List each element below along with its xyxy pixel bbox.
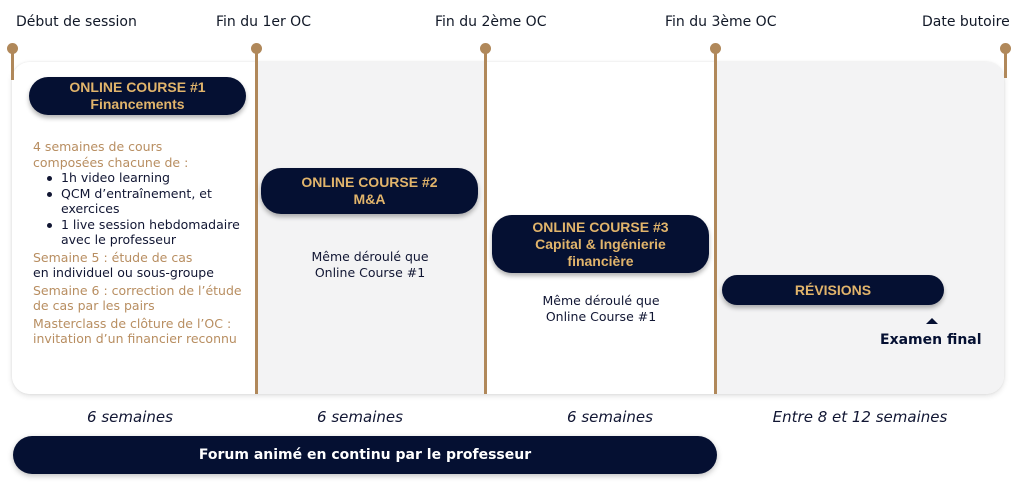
column-revisions: [717, 62, 1004, 394]
column-oc2: [258, 62, 487, 394]
course-2-description: Même déroulé que Online Course #1: [270, 249, 470, 281]
forum-label: Forum animé en continu par le professeur: [198, 447, 532, 463]
course-3-description: Même déroulé que Online Course #1: [501, 293, 701, 325]
course-3-pill: ONLINE COURSE #3 Capital & Ingénierie fi…: [492, 215, 709, 273]
milestone-label-oc2-end: Fin du 2ème OC: [435, 14, 547, 30]
revisions-pill: RÉVISIONS: [722, 275, 944, 305]
milestone-label-deadline: Date butoire: [922, 14, 1010, 30]
duration-oc1: 6 semaines: [87, 408, 173, 426]
course-1-subtitle: Financements: [90, 96, 185, 112]
milestone-label-start: Début de session: [16, 14, 137, 30]
milestone-dot-oc1-end: [251, 43, 262, 54]
divider-oc1-end: [255, 50, 258, 394]
duration-revisions: Entre 8 et 12 semaines: [772, 408, 948, 426]
course-2-desc-line1: Même déroulé que: [311, 249, 429, 264]
exam-marker-icon: [926, 318, 938, 324]
course-1-intro-line2: composées chacune de :: [33, 154, 189, 170]
duration-oc2: 6 semaines: [317, 408, 403, 426]
course-3-title: ONLINE COURSE #3: [532, 218, 669, 235]
duration-oc3: 6 semaines: [567, 408, 653, 426]
course-3-desc-line2: Online Course #1: [545, 309, 657, 324]
forum-banner: Forum animé en continu par le professeur: [13, 436, 717, 474]
milestone-label-oc3-end: Fin du 3ème OC: [665, 14, 777, 30]
divider-oc3-end: [714, 50, 717, 394]
course-2-title: ONLINE COURSE #2: [301, 174, 438, 190]
exam-final-label: Examen final: [880, 332, 982, 348]
course-1-bullet: 1h video learning: [45, 170, 253, 186]
course-2-subtitle: M&A: [353, 191, 386, 207]
milestone-dot-deadline: [1000, 43, 1011, 54]
course-1-week6: Semaine 6 : correction de l’étude de cas…: [33, 282, 242, 314]
milestone-dot-start: [7, 43, 18, 54]
course-1-week5-detail: en individuel ou sous-groupe: [33, 265, 214, 280]
course-1-bullet-list: 1h video learning QCM d’entraînement, et…: [33, 170, 253, 248]
course-2-desc-line2: Online Course #1: [314, 265, 426, 280]
course-1-masterclass: Masterclass de clôture de l’OC : invitat…: [33, 315, 237, 347]
milestone-dot-oc3-end: [710, 43, 721, 54]
course-1-details: 4 semaines de cours composées chacune de…: [33, 139, 253, 347]
course-2-pill: ONLINE COURSE #2 M&A: [261, 168, 478, 214]
course-1-week5-title: Semaine 5 : étude de cas: [33, 249, 193, 265]
course-1-pill: ONLINE COURSE #1 Financements: [29, 77, 246, 115]
column-oc1: [12, 62, 258, 394]
course-3-subtitle-line1: Capital & Ingénierie: [535, 235, 666, 252]
course-1-title: ONLINE COURSE #1: [69, 79, 206, 95]
course-1-bullet: QCM d’entraînement, et exercices: [45, 186, 253, 217]
milestone-stem-start: [11, 50, 14, 80]
revisions-label: RÉVISIONS: [794, 281, 872, 298]
divider-oc2-end: [484, 50, 487, 394]
course-1-bullet: 1 live session hebdomadaire avec le prof…: [45, 217, 253, 248]
milestone-stem-deadline: [1004, 50, 1007, 78]
course-3-subtitle-line2: financière: [567, 252, 634, 269]
course-3-desc-line1: Même déroulé que: [542, 293, 660, 308]
course-1-intro-line1: 4 semaines de cours: [33, 139, 163, 154]
milestone-label-oc1-end: Fin du 1er OC: [216, 14, 311, 30]
milestone-dot-oc2-end: [480, 43, 491, 54]
